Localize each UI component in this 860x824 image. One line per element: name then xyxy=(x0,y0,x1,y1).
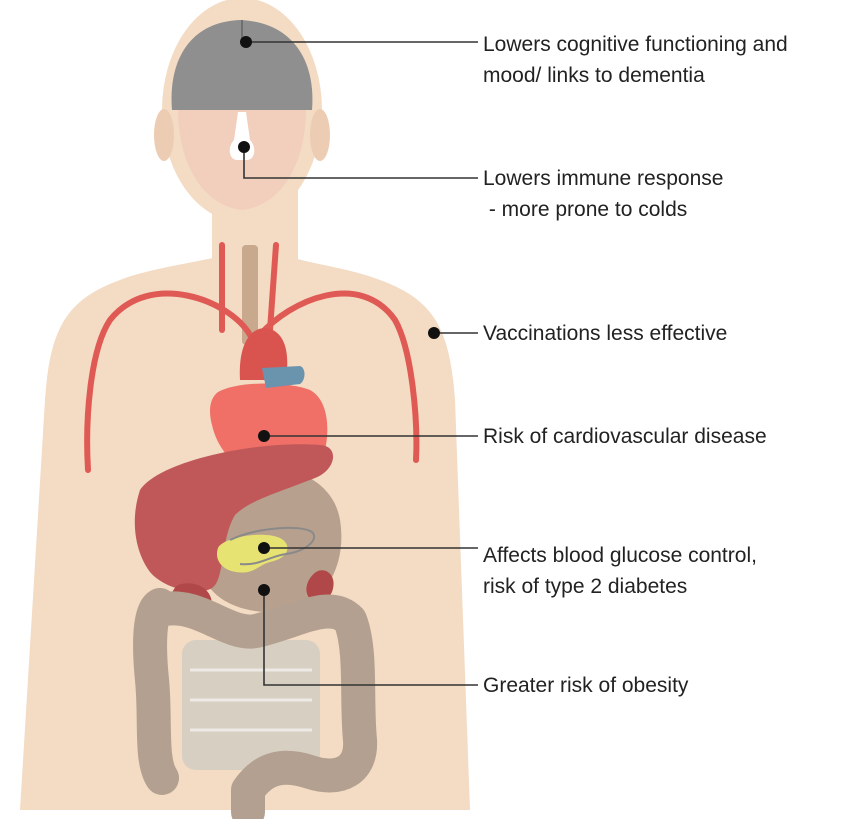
dot-obesity xyxy=(258,584,270,596)
dot-heart xyxy=(258,430,270,442)
callout-immune-line-2: - more prone to colds xyxy=(483,194,723,225)
callout-immune-line-1: Lowers immune response xyxy=(483,163,723,194)
dot-brain xyxy=(240,36,252,48)
callout-brain-line-1: Lowers cognitive functioning and xyxy=(483,29,788,60)
small-intestine-shape xyxy=(182,640,320,770)
right-ear xyxy=(310,109,330,161)
callout-obesity-line-1: Greater risk of obesity xyxy=(483,670,688,701)
dot-immune xyxy=(238,141,250,153)
dot-glucose xyxy=(258,542,270,554)
left-ear xyxy=(154,109,174,161)
callout-obesity: Greater risk of obesity xyxy=(483,670,688,701)
callout-glucose: Affects blood glucose control, risk of t… xyxy=(483,540,757,602)
callout-heart: Risk of cardiovascular disease xyxy=(483,421,767,452)
callout-brain-line-2: mood/ links to dementia xyxy=(483,60,788,91)
callout-vaccine: Vaccinations less effective xyxy=(483,318,727,349)
dot-vaccine xyxy=(428,327,440,339)
callout-vaccine-line-1: Vaccinations less effective xyxy=(483,318,727,349)
callout-glucose-line-2: risk of type 2 diabetes xyxy=(483,571,757,602)
callout-brain: Lowers cognitive functioning and mood/ l… xyxy=(483,29,788,91)
callout-glucose-line-1: Affects blood glucose control, xyxy=(483,540,757,571)
callout-heart-line-1: Risk of cardiovascular disease xyxy=(483,421,767,452)
callout-immune: Lowers immune response - more prone to c… xyxy=(483,163,723,225)
